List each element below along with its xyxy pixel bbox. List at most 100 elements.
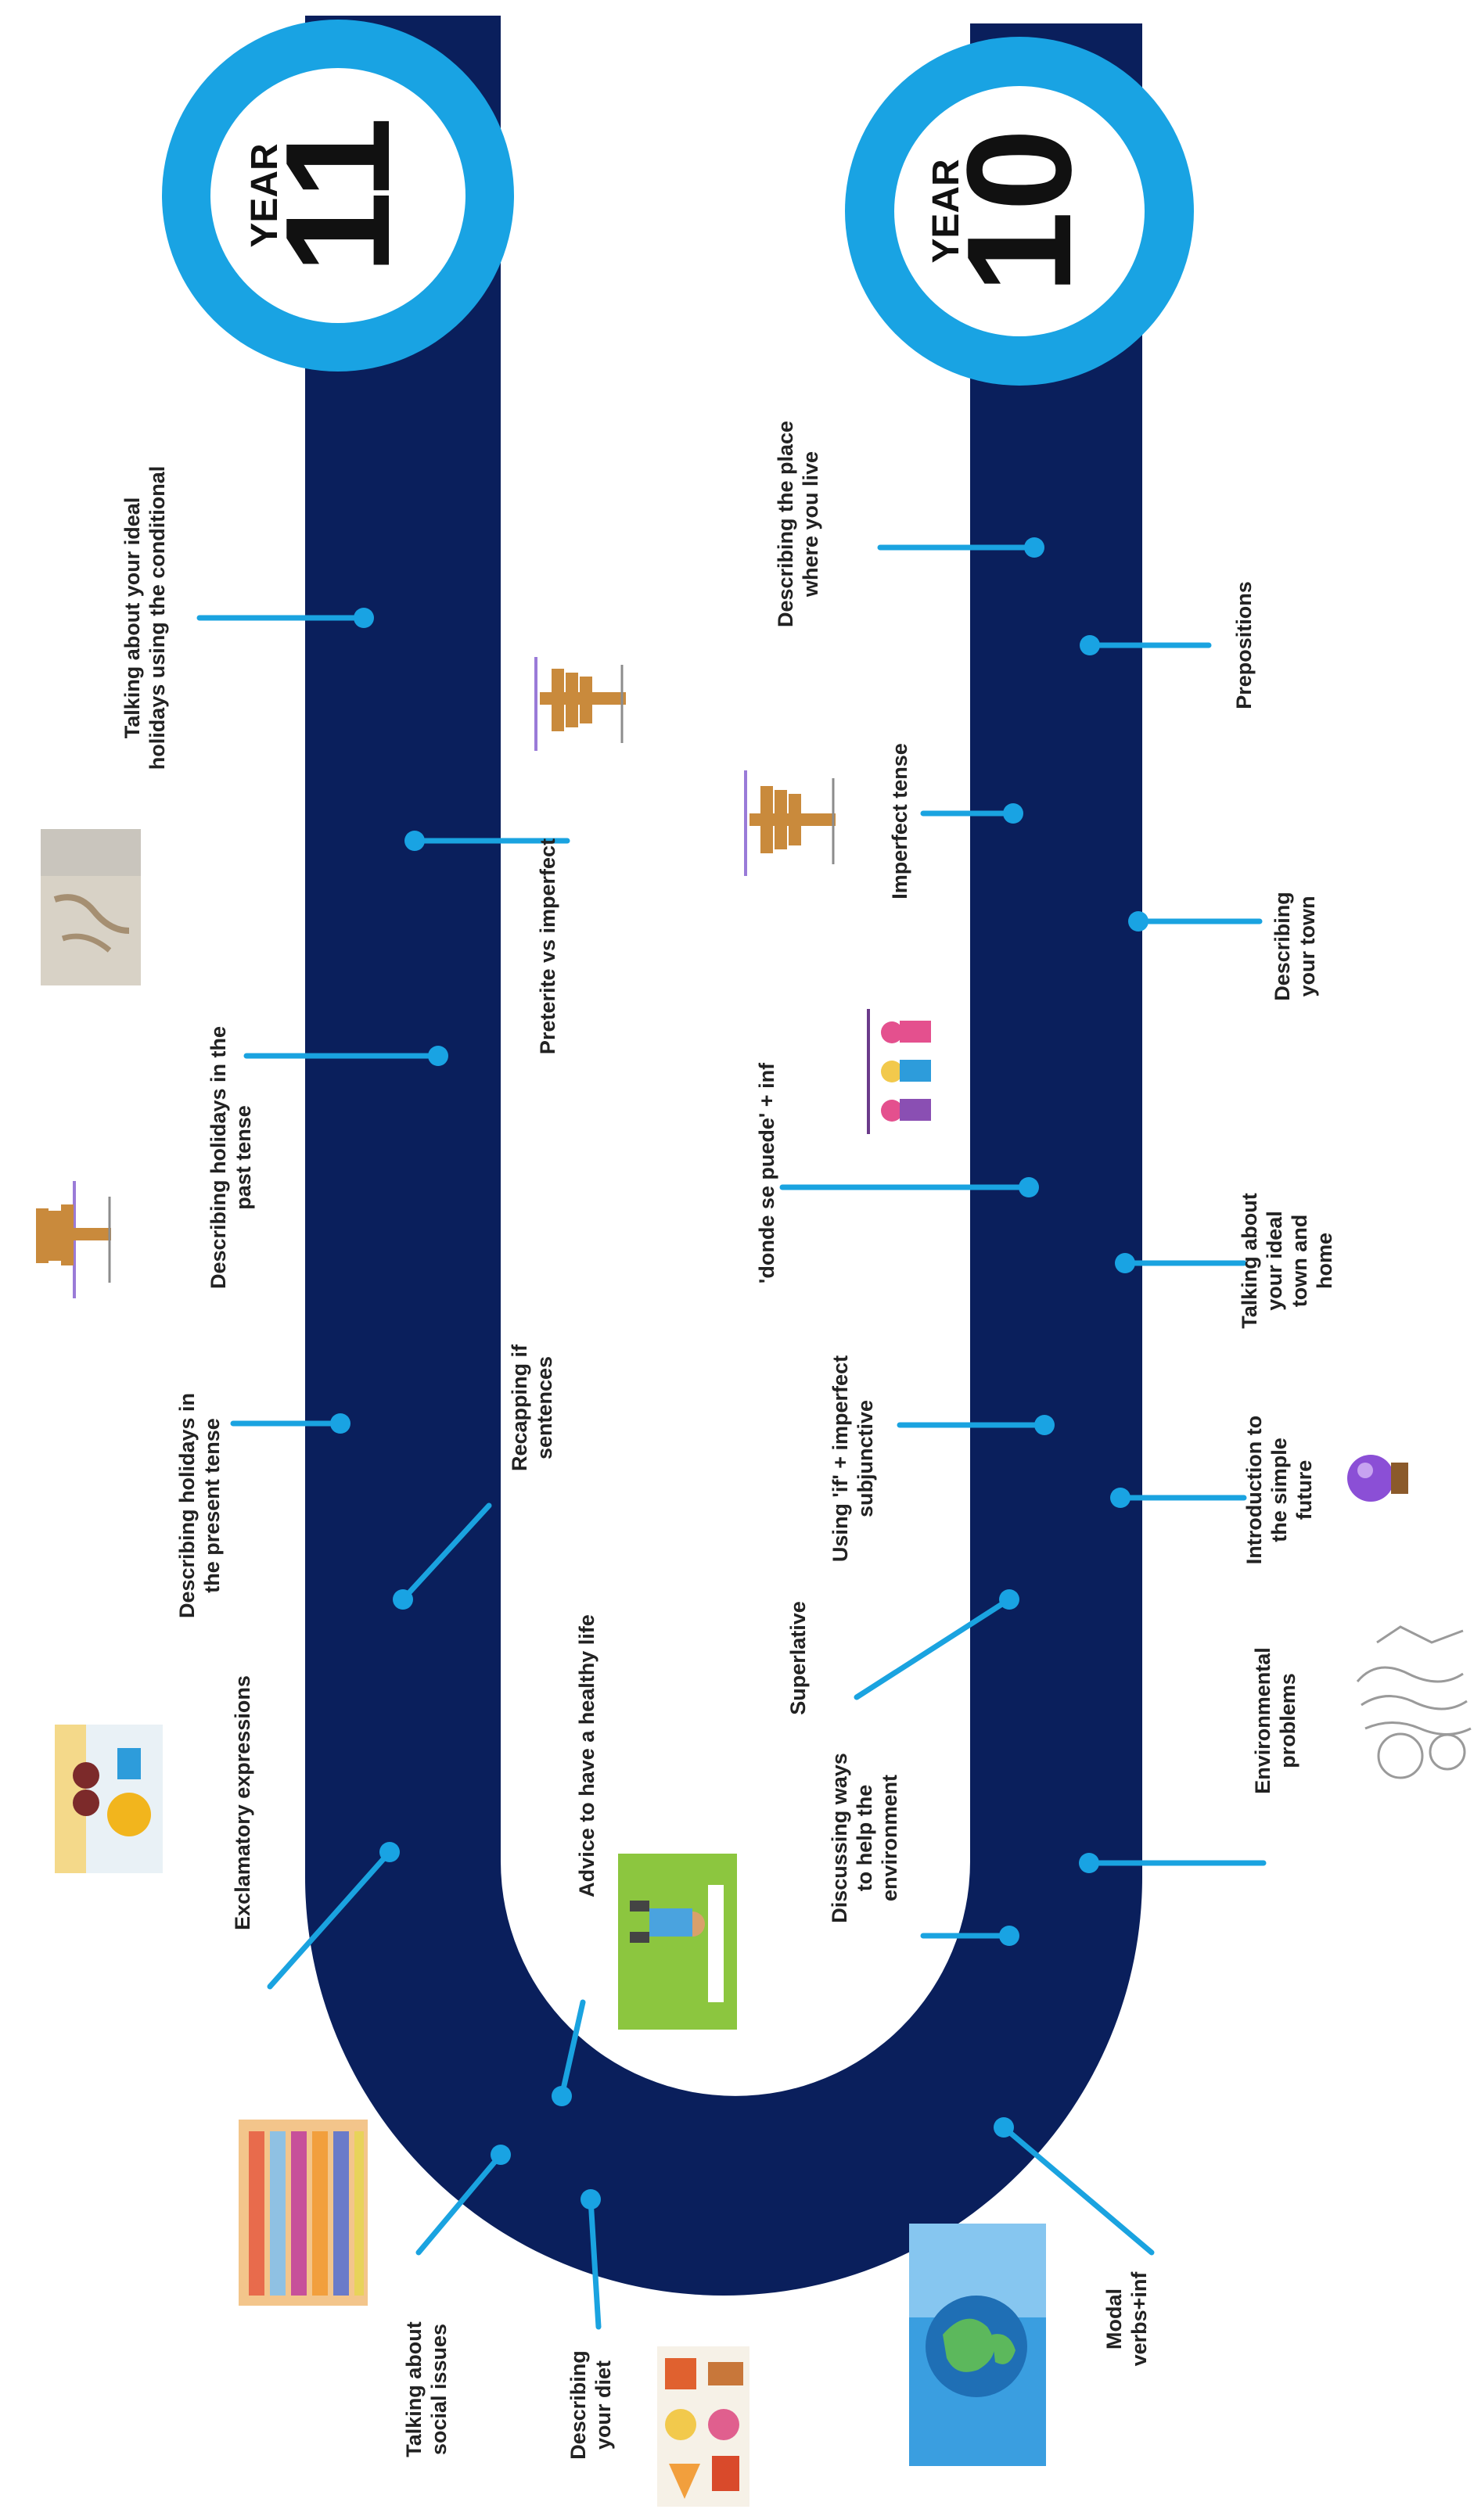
connector-y11-exclamatory bbox=[267, 1849, 393, 1990]
milestone-dot-y11-holidays-present bbox=[330, 1413, 350, 1434]
milestone-label-line: Modal bbox=[1102, 2288, 1126, 2349]
milestone-dot-y11-preterite-imperfect bbox=[404, 831, 425, 851]
milestone-label-line: Exclamatory expressions bbox=[231, 1675, 254, 1930]
milestone-label-line: Talking about your ideal bbox=[120, 497, 144, 739]
connector-y10-modal bbox=[1001, 2124, 1155, 2256]
milestone-label-y11-exclamatory: Exclamatory expressions bbox=[231, 1675, 254, 1930]
milestone-label-line: Talking about bbox=[1238, 1193, 1261, 1329]
milestone-label-y11-holidays-present: Describing holidays inthe present tense bbox=[175, 1393, 224, 1618]
milestone-label-line: Talking about bbox=[402, 2321, 426, 2457]
milestone-dot-y10-town bbox=[1128, 911, 1148, 932]
milestone-label-y11-conditional: Talking about your idealholidays using t… bbox=[120, 466, 169, 770]
milestone-label-line: Introduction to bbox=[1242, 1416, 1266, 1564]
milestone-label-line: where you live bbox=[799, 451, 822, 598]
milestone-dot-y10-env-problems bbox=[1079, 1853, 1099, 1873]
milestone-label-line: subjunctive bbox=[854, 1400, 877, 1517]
milestone-label-line: the simple bbox=[1267, 1438, 1291, 1542]
milestone-dot-y11-holidays-past bbox=[428, 1046, 448, 1066]
beach-photo bbox=[41, 829, 141, 985]
milestone-markers bbox=[196, 537, 1267, 2330]
milestone-label-line: Describing holidays in the bbox=[207, 1026, 230, 1289]
milestone-dot-y10-donde bbox=[1019, 1177, 1039, 1197]
milestone-label-y10-superlative: Superlative bbox=[786, 1601, 810, 1715]
milestone-label-line: your diet bbox=[591, 2360, 615, 2450]
milestone-label-line: social issues bbox=[427, 2324, 451, 2455]
milestone-label-y10-place: Describing the placewhere you live bbox=[774, 421, 822, 627]
milestone-label-line: Describing holidays in bbox=[175, 1393, 199, 1618]
year-11-word: YEAR bbox=[244, 143, 286, 247]
milestone-label-y10-ideal-town: Talking aboutyour idealtown andhome bbox=[1238, 1193, 1336, 1329]
earth-globe-photo bbox=[909, 2224, 1046, 2466]
milestone-label-line: your town bbox=[1296, 896, 1319, 997]
milestone-label-line: problems bbox=[1276, 1673, 1299, 1768]
milestone-label-y10-prepositions: Prepositions bbox=[1232, 581, 1256, 709]
milestone-label-y10-environment-help: Discussing waysto help theenvironment bbox=[828, 1753, 901, 1923]
milestone-label-y10-env-problems: Environmentalproblems bbox=[1251, 1647, 1299, 1794]
milestone-label-y11-recapping-if: Recapping ifsentences bbox=[508, 1344, 556, 1471]
milestone-label-line: Advice to have a healthy life bbox=[575, 1614, 599, 1897]
signpost-icon bbox=[534, 657, 626, 751]
signpost-icon bbox=[744, 770, 836, 876]
milestone-label-line: verbs+inf bbox=[1127, 2271, 1151, 2367]
milestone-label-line: Discussing ways bbox=[828, 1753, 851, 1923]
year-11-number: 11 bbox=[255, 117, 421, 275]
milestone-label-line: to help the bbox=[853, 1785, 876, 1892]
milestone-label-line: Describing bbox=[566, 2350, 590, 2460]
environment-sketch bbox=[1356, 1625, 1472, 1779]
signpost-icon bbox=[36, 1181, 111, 1298]
milestone-label-line: past tense bbox=[232, 1105, 255, 1210]
milestone-dot-y11-conditional bbox=[354, 608, 374, 628]
connector-y11-diet bbox=[588, 2196, 602, 2330]
milestone-dot-y11-diet bbox=[581, 2189, 601, 2209]
milestone-label-y10-donde: 'donde se puede' + inf bbox=[755, 1062, 778, 1283]
milestone-labels: Talking about your idealholidays using t… bbox=[120, 421, 1336, 2460]
milestone-dot-y10-modal bbox=[994, 2117, 1014, 2138]
milestone-label-line: sentences bbox=[533, 1356, 556, 1459]
milestone-dot-y10-if-subjunctive bbox=[1034, 1415, 1055, 1435]
milestone-label-y10-if-subjunctive: Using 'if' + imperfectsubjunctive bbox=[829, 1355, 877, 1562]
milestone-label-line: environment bbox=[878, 1775, 901, 1901]
milestone-label-y10-town: Describingyour town bbox=[1271, 892, 1319, 1001]
milestone-dot-y11-exclamatory bbox=[379, 1842, 400, 1862]
milestone-label-line: Environmental bbox=[1251, 1647, 1274, 1794]
milestone-label-line: 'donde se puede' + inf bbox=[755, 1062, 778, 1283]
connector-y10-superlative bbox=[854, 1596, 1012, 1700]
milestone-label-line: Describing bbox=[1271, 892, 1294, 1001]
crystal-ball-icon bbox=[1347, 1455, 1408, 1502]
milestone-label-line: Prepositions bbox=[1232, 581, 1256, 709]
milestone-label-y10-future: Introduction tothe simplefuture bbox=[1242, 1416, 1316, 1564]
connector-y11-social-issues bbox=[415, 2152, 504, 2256]
milestone-dot-y10-future bbox=[1110, 1488, 1131, 1508]
connector-y11-healthy-life bbox=[559, 1999, 586, 2099]
milestone-label-line: future bbox=[1292, 1460, 1316, 1520]
milestone-label-line: Superlative bbox=[786, 1601, 810, 1715]
milestone-label-line: Describing the place bbox=[774, 421, 797, 627]
milestone-label-line: Recapping if bbox=[508, 1344, 531, 1471]
milestone-label-y10-imperfect: Imperfect tense bbox=[888, 743, 911, 899]
milestone-dot-y11-social-issues bbox=[491, 2145, 511, 2165]
milestone-dot-y10-environment-help bbox=[999, 1926, 1019, 1946]
milestone-label-line: your ideal bbox=[1263, 1211, 1286, 1311]
milestone-dot-y10-imperfect bbox=[1003, 803, 1023, 824]
milestone-dot-y10-prepositions bbox=[1080, 635, 1100, 655]
year-10-badge: YEAR 10 bbox=[845, 37, 1194, 386]
milestone-label-y11-social-issues: Talking aboutsocial issues bbox=[402, 2321, 451, 2457]
milestone-label-y11-holidays-past: Describing holidays in thepast tense bbox=[207, 1026, 255, 1289]
milestone-label-line: home bbox=[1313, 1233, 1336, 1289]
milestone-label-line: Using 'if' + imperfect bbox=[829, 1355, 852, 1562]
milestone-label-line: the present tense bbox=[200, 1418, 224, 1593]
milestone-label-y11-diet: Describingyour diet bbox=[566, 2350, 615, 2460]
exercise-illustration bbox=[618, 1854, 737, 2030]
milestone-label-y11-preterite-imperfect: Preterite vs imperfect bbox=[536, 838, 559, 1054]
milestone-dot-y10-ideal-town bbox=[1115, 1253, 1135, 1273]
milestone-dot-y11-healthy-life bbox=[552, 2086, 572, 2106]
milestone-label-line: Preterite vs imperfect bbox=[536, 838, 559, 1054]
people-icons bbox=[867, 1009, 931, 1134]
milestone-dot-y11-recapping-if bbox=[393, 1589, 413, 1610]
food-illustration bbox=[657, 2346, 749, 2507]
milestone-label-y11-healthy-life: Advice to have a healthy life bbox=[575, 1614, 599, 1897]
year-10-number: 10 bbox=[936, 128, 1102, 293]
milestone-label-line: holidays using the conditional bbox=[146, 466, 169, 770]
milestone-dot-y10-superlative bbox=[999, 1589, 1019, 1610]
